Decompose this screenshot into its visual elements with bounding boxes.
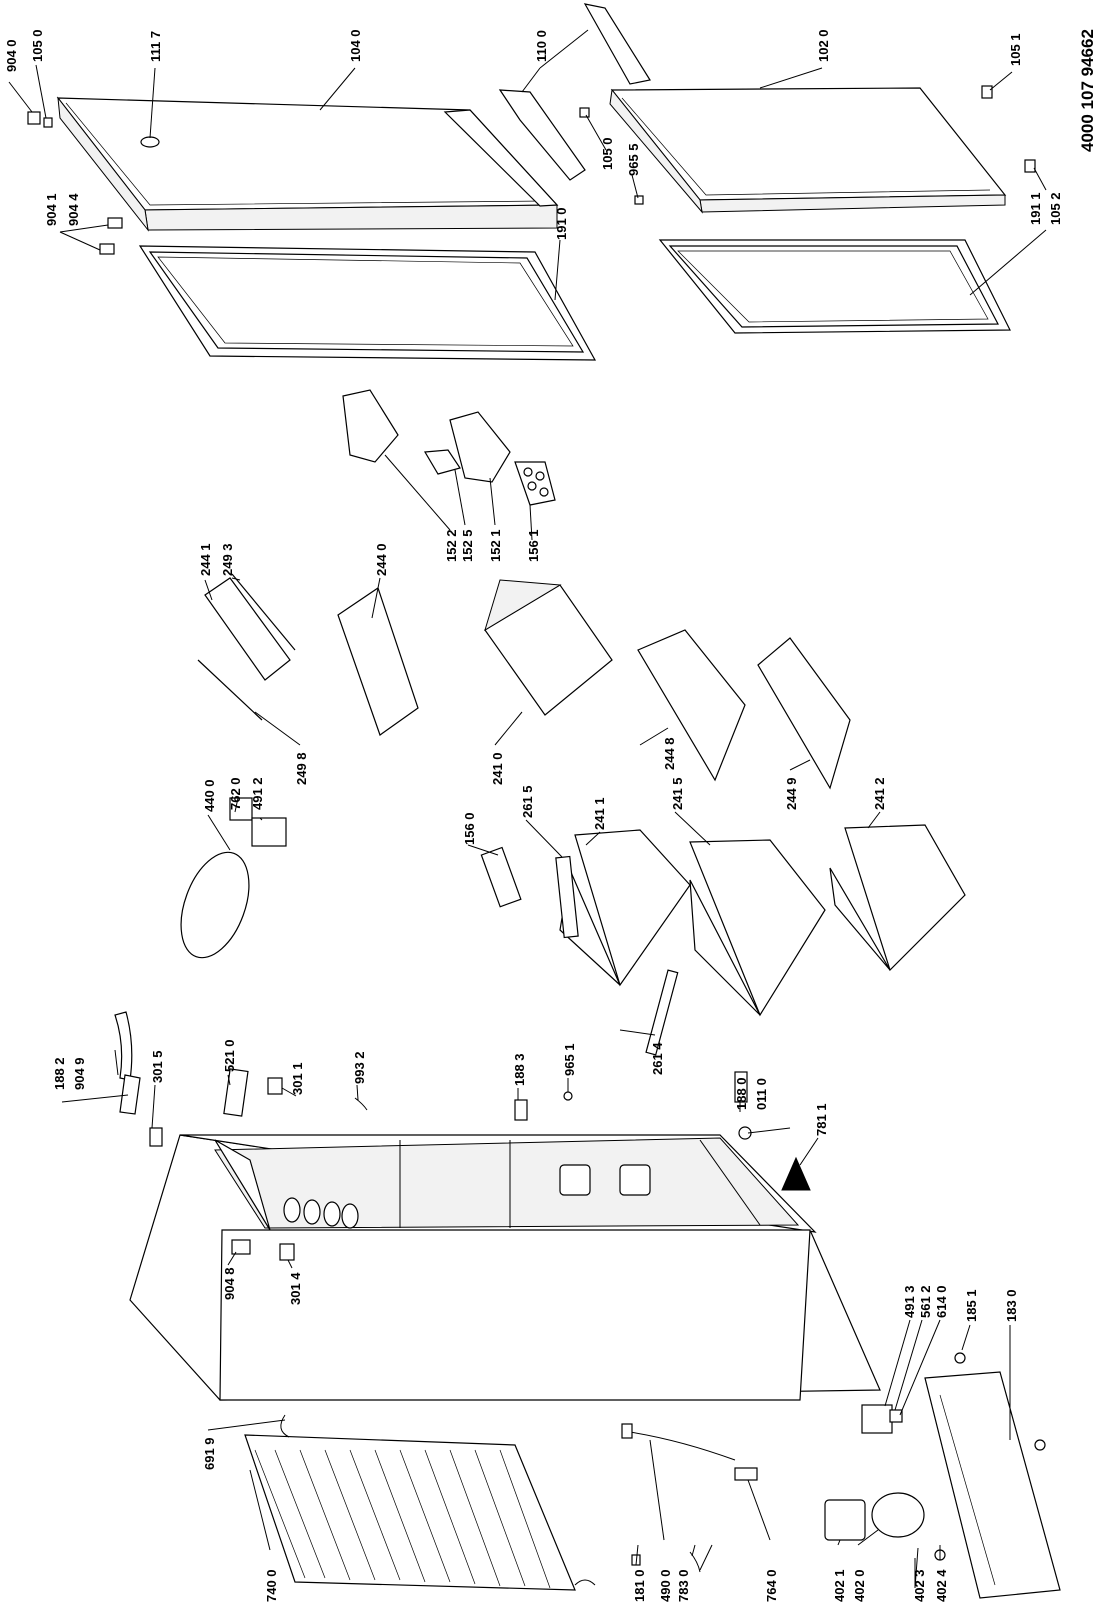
label-152-1: 152 1 (488, 529, 503, 562)
drawers (480, 579, 966, 1056)
label-402-0: 402 0 (852, 1569, 867, 1602)
label-105-0-b: 105 0 (600, 137, 615, 170)
label-402-4: 402 4 (934, 1569, 949, 1602)
label-241-0: 241 0 (490, 752, 505, 785)
label-244-8: 244 8 (662, 737, 677, 770)
label-105-0: 105 0 (30, 29, 45, 62)
label-191-0: 191 0 (554, 207, 569, 240)
label-301-5: 301 5 (150, 1050, 165, 1083)
power-cord (621, 1423, 758, 1481)
leader-lines (8, 29, 1047, 1589)
compressor-parts (631, 1352, 1061, 1599)
label-691-9: 691 9 (202, 1437, 217, 1470)
label-561-2: 561 2 (918, 1285, 933, 1318)
label-904-9: 904 9 (72, 1057, 87, 1090)
label-188-0: 188 0 (734, 1077, 749, 1110)
label-261-5: 261 5 (520, 785, 535, 818)
label-301-4: 301 4 (288, 1272, 303, 1305)
label-241-2: 241 2 (872, 777, 887, 810)
door-hinge-cover (498, 3, 651, 181)
label-740-0: 740 0 (264, 1569, 279, 1602)
label-249-3: 249 3 (220, 543, 235, 576)
label-491-3: 491 3 (902, 1285, 917, 1318)
label-244-1: 244 1 (198, 543, 213, 576)
document-id: 4000 107 94662 (1078, 29, 1097, 152)
control-parts (114, 797, 811, 1191)
label-185-1: 185 1 (964, 1289, 979, 1322)
door-balconies (342, 389, 556, 506)
label-764-0: 764 0 (764, 1569, 779, 1602)
label-152-5: 152 5 (460, 529, 475, 562)
label-156-1: 156 1 (526, 529, 541, 562)
label-521-0: 521 0 (222, 1039, 237, 1072)
label-244-9: 244 9 (784, 777, 799, 810)
label-904-8: 904 8 (222, 1267, 237, 1300)
label-261-4: 261 4 (650, 1042, 665, 1075)
label-156-0: 156 0 (462, 812, 477, 845)
label-249-8: 249 8 (294, 752, 309, 785)
label-301-1: 301 1 (290, 1062, 305, 1095)
glass-shelves (197, 573, 851, 790)
label-011-0: 011 0 (754, 1078, 769, 1110)
label-904-0: 904 0 (4, 39, 19, 72)
part-labels: 904 0 105 0 111 7 104 0 110 0 102 0 105 … (4, 29, 1063, 1602)
label-402-1: 402 1 (832, 1569, 847, 1602)
label-440-0: 440 0 (202, 779, 217, 812)
label-181-0: 181 0 (632, 1569, 647, 1602)
label-110-0: 110 0 (534, 30, 549, 62)
label-152-2: 152 2 (444, 529, 459, 562)
small-hinge-parts (27, 85, 1036, 255)
label-762-0: 762 0 (228, 777, 243, 810)
door-upper-gasket (138, 245, 597, 361)
label-244-0: 244 0 (374, 543, 389, 576)
label-965-5: 965 5 (626, 143, 641, 176)
label-191-1: 191 1 (1028, 192, 1043, 225)
door-lower (609, 87, 1007, 214)
label-241-5: 241 5 (670, 777, 685, 810)
label-781-1: 781 1 (814, 1103, 829, 1136)
label-183-0: 183 0 (1004, 1289, 1019, 1322)
label-490-0: 490 0 (658, 1569, 673, 1602)
label-104-0: 104 0 (348, 29, 363, 62)
condenser (244, 1414, 596, 1591)
door-lower-gasket (658, 239, 1011, 334)
label-188-2: 188 2 (52, 1057, 67, 1090)
label-402-3: 402 3 (912, 1569, 927, 1602)
label-904-1: 904 1 (44, 193, 59, 226)
label-965-1: 965 1 (562, 1043, 577, 1076)
label-102-0: 102 0 (816, 29, 831, 62)
cabinet (129, 1134, 881, 1401)
label-783-0: 783 0 (676, 1569, 691, 1602)
label-614-0: 614 0 (934, 1285, 949, 1318)
label-904-4: 904 4 (66, 193, 81, 226)
label-188-3: 188 3 (512, 1053, 527, 1086)
label-993-2: 993 2 (352, 1051, 367, 1084)
door-upper (56, 96, 559, 232)
label-111-7: 111 7 (148, 31, 163, 62)
label-241-1: 241 1 (592, 797, 607, 830)
label-105-2: 105 2 (1048, 192, 1063, 225)
label-491-2: 491 2 (250, 777, 265, 810)
label-105-1: 105 1 (1008, 33, 1023, 66)
